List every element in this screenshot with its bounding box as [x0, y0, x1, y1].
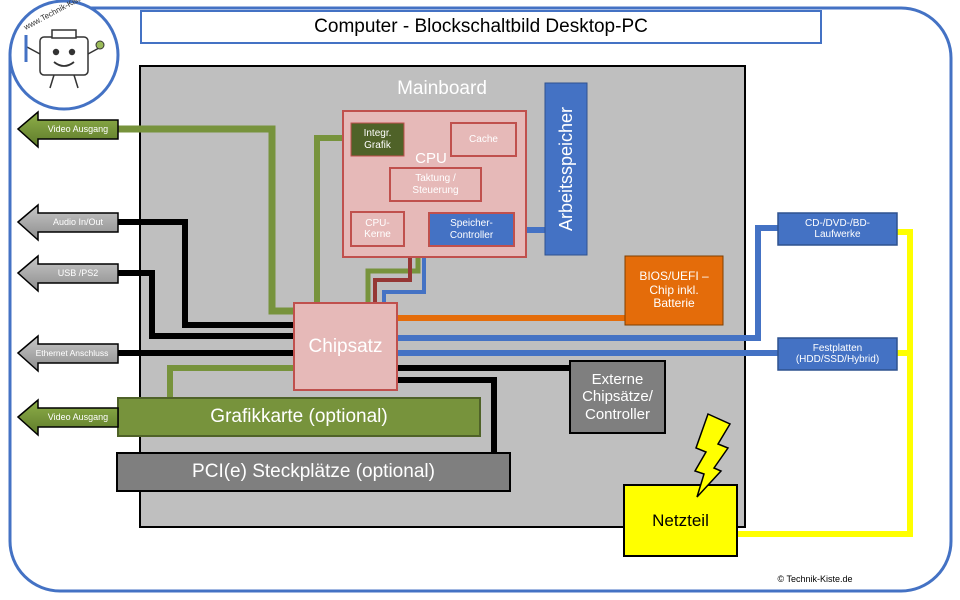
audio-label: Audio In/Out	[52, 217, 104, 228]
external-chipsets-label: Externe Chipsätze/ Controller	[582, 371, 653, 423]
chipset-box	[293, 302, 398, 391]
gpu-line	[167, 365, 295, 400]
storage-label: Festplatten (HDD/SSD/Hybrid)	[795, 342, 880, 366]
power-line	[738, 229, 913, 537]
graphics-card-label: Grafikkarte (optional)	[210, 406, 388, 428]
pci-label: PCI(e) Steckplätze (optional)	[192, 461, 435, 483]
lightning-icon	[693, 412, 732, 498]
video-out-label-1: Video Ausgang	[47, 124, 109, 135]
psu-label: Netzteil	[652, 510, 709, 530]
ethernet-label: Ethernet Anschluss	[35, 347, 109, 358]
video-out-arrow-2	[16, 398, 119, 437]
clock-label: Taktung / Steuerung	[412, 173, 459, 196]
optical-drive-line	[397, 225, 778, 341]
external-chipsets-box	[569, 360, 666, 434]
igpu-box	[350, 122, 405, 157]
title-box	[140, 10, 822, 44]
pci-line	[397, 377, 497, 454]
ethernet-arrow	[16, 334, 119, 373]
audio-line	[118, 219, 295, 328]
logo-robot-icon	[24, 29, 105, 89]
usb-label: USB /PS2	[57, 268, 99, 279]
optical-drive-box	[777, 212, 898, 246]
optical-drive-label: CD-/DVD-/BD-Laufwerke	[805, 217, 870, 241]
cores-label: CPU-Kerne	[364, 217, 391, 241]
chipset-label: Chipsatz	[308, 335, 383, 357]
copyright-text: © Technik-Kiste.de	[777, 573, 853, 584]
ram-box	[544, 82, 588, 256]
graphics-card-box	[117, 397, 481, 437]
mainboard-label: Mainboard	[397, 78, 487, 100]
usb-arrow	[16, 254, 119, 293]
bios-label: BIOS/UEFI – Chip inkl. Batterie	[639, 268, 709, 311]
memctrl-label: Speicher-Controller	[449, 218, 494, 241]
storage-box	[777, 337, 898, 371]
pci-box	[116, 452, 511, 492]
cache-label: Cache	[469, 133, 498, 145]
cpu-label: CPU	[415, 150, 447, 168]
usb-line	[118, 270, 295, 339]
ram-label: Arbeitsspeicher	[555, 106, 576, 232]
cache-box	[450, 122, 517, 157]
page-title: Computer - Blockschaltbild Desktop-PC	[314, 16, 648, 38]
igpu-label: Integr. Grafik	[363, 128, 392, 151]
clock-box	[389, 167, 482, 202]
memctrl-box	[428, 212, 515, 247]
video-out-label-2: Video Ausgang	[47, 412, 109, 423]
psu-box	[623, 484, 738, 557]
video-out-line-1	[118, 125, 295, 315]
audio-arrow	[16, 203, 119, 242]
video-out-arrow-1	[16, 110, 119, 149]
bios-box	[624, 255, 724, 326]
igpu-line	[314, 135, 352, 305]
cores-box	[350, 211, 405, 247]
